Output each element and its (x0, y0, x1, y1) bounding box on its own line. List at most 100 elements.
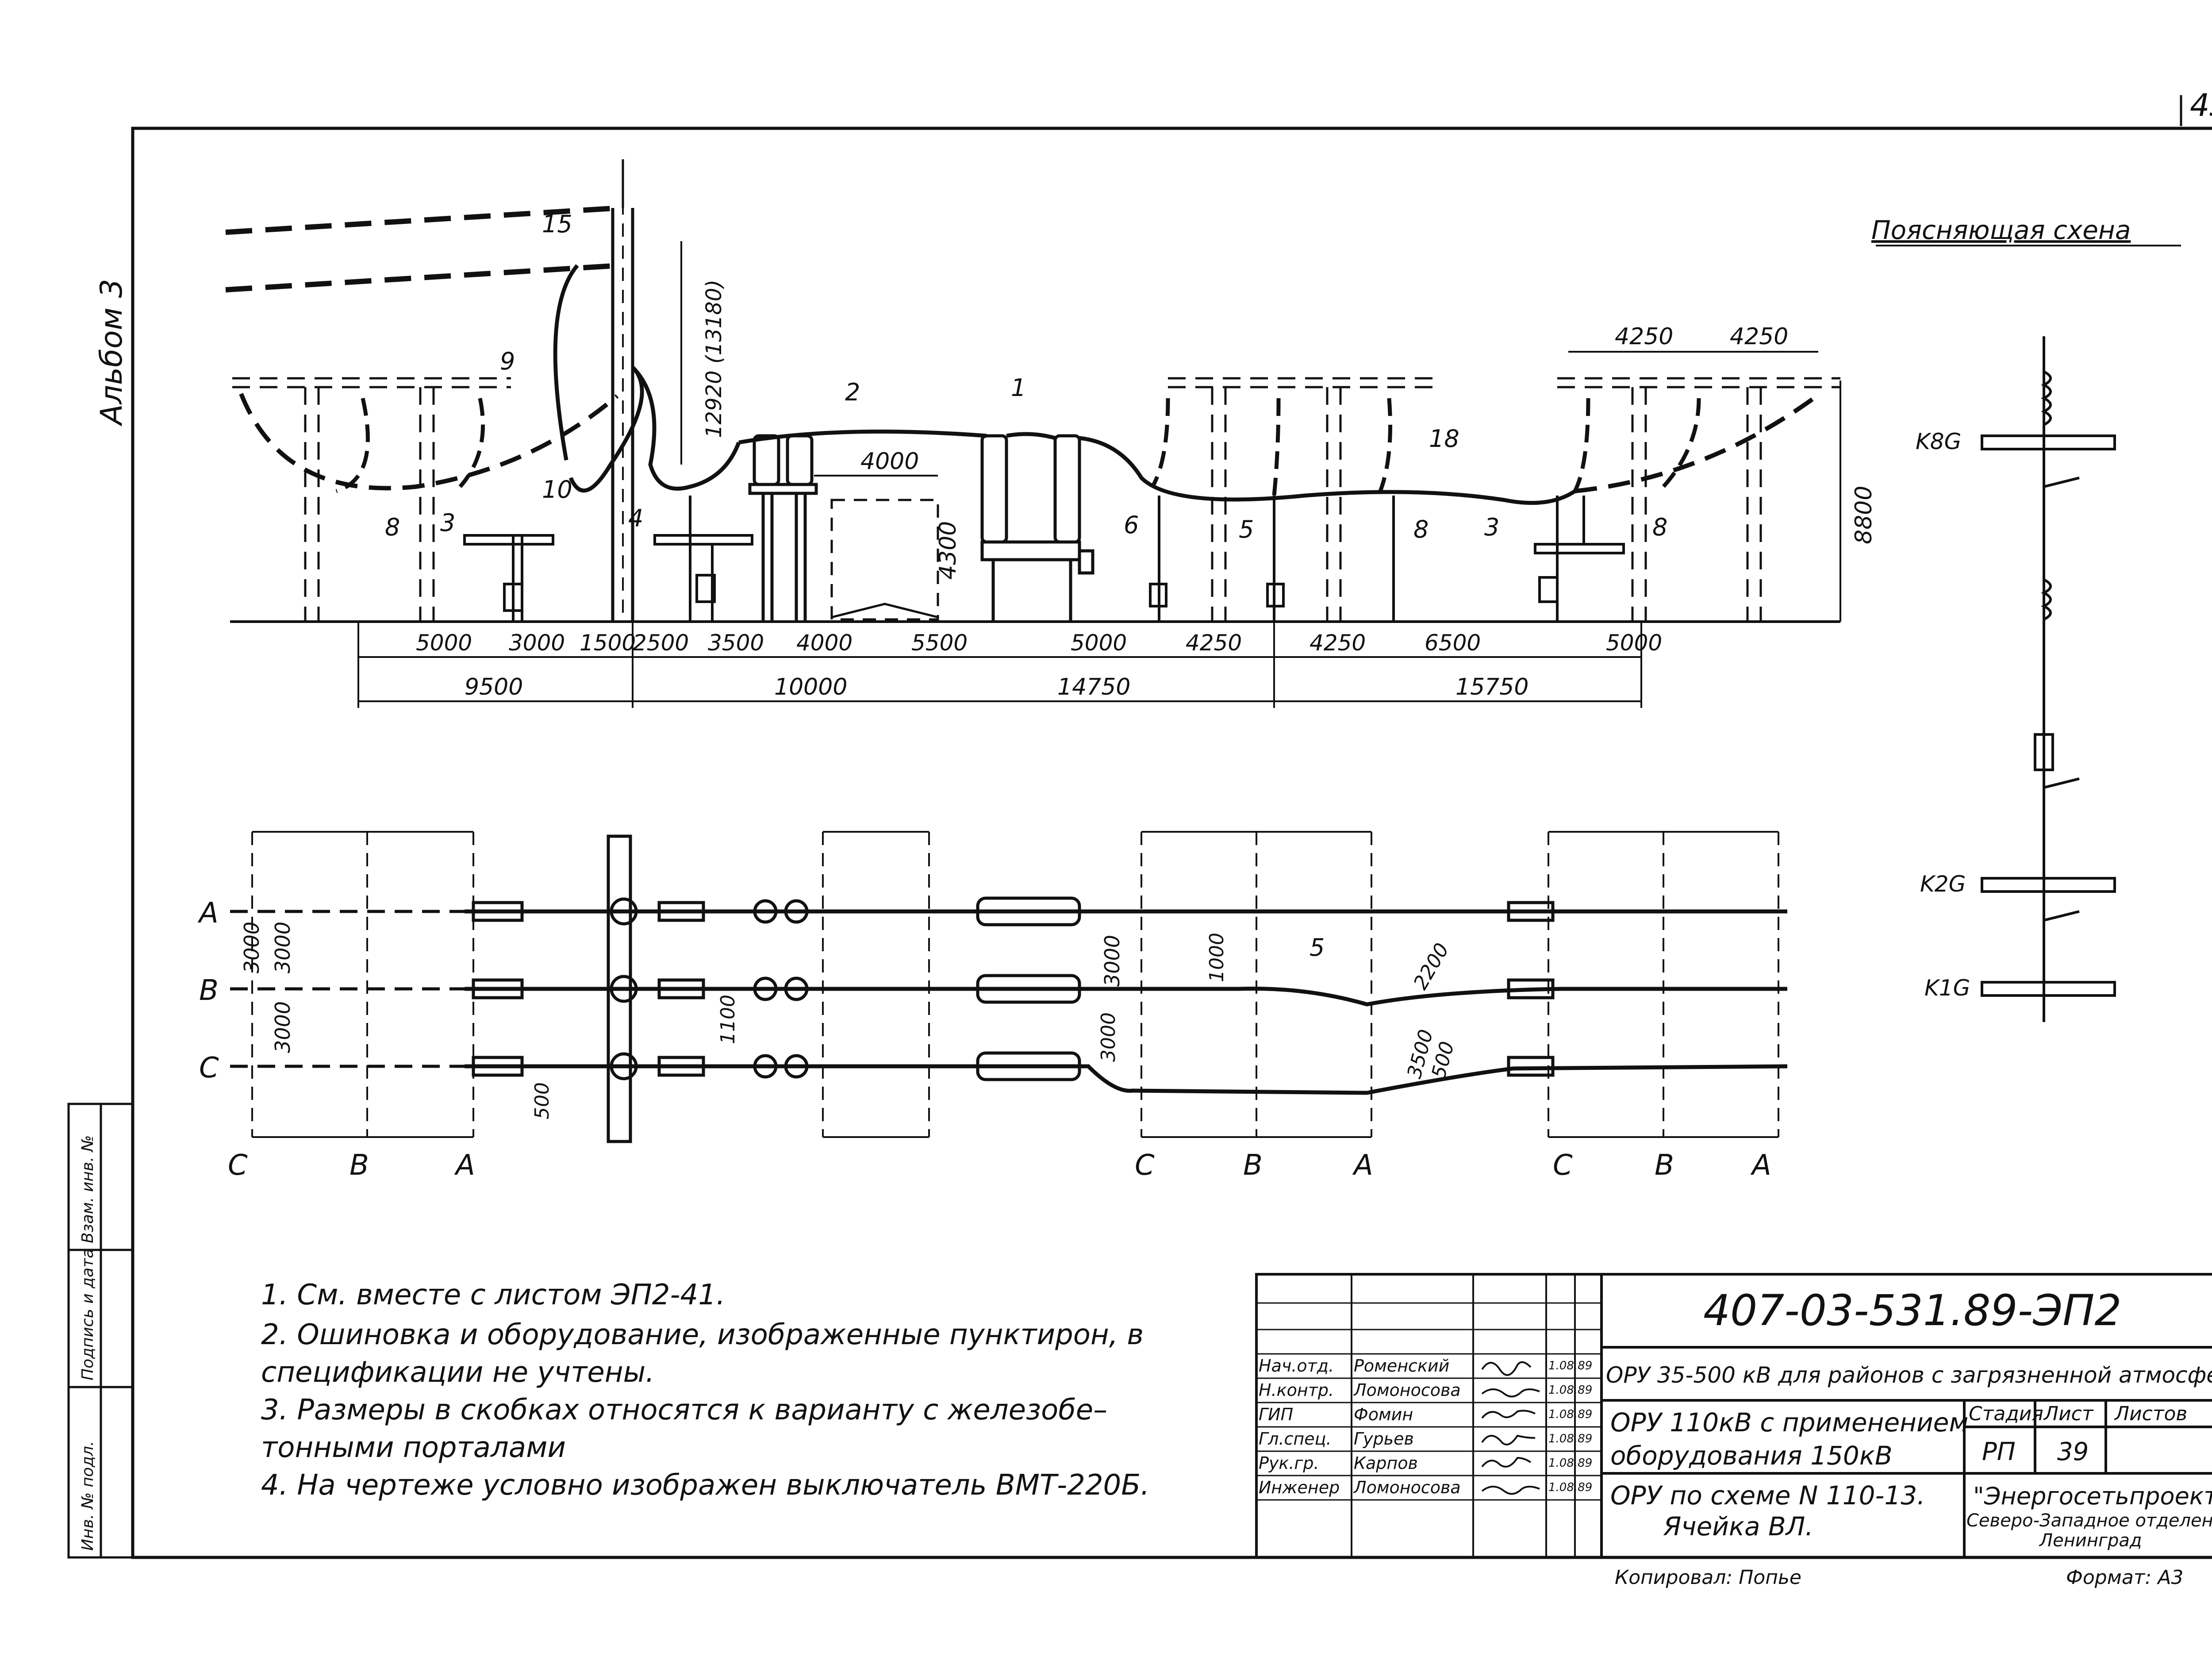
dim-r2-0: 9500 (465, 674, 523, 700)
signatures (1481, 1361, 1540, 1495)
note-1: 1. См. вместе с листом ЭП2-41. (261, 1279, 726, 1311)
gap-width-label: 4000 (860, 448, 919, 475)
col-stage: Стадия (1969, 1403, 2043, 1425)
callout-8a: 8 (385, 513, 400, 541)
date-2: 1.08.89 (1548, 1408, 1592, 1421)
main-bus-left (631, 365, 741, 491)
callout-8c: 8 (1652, 513, 1667, 541)
plan-dim-3000-c: 3000 (271, 1001, 295, 1053)
project-title: ОРУ 35-500 кВ для районов с загрязненной… (1606, 1362, 2212, 1388)
org-1: "Энергосетьпроект" (1973, 1482, 2212, 1510)
phase-lines (230, 909, 1788, 1095)
sheet-value: 39 (2057, 1438, 2089, 1466)
middle-portal (1168, 377, 1438, 622)
portal-height-label: 8800 (1851, 486, 1877, 544)
callout-6: 6 (1124, 511, 1139, 539)
role-3: Гл.спец. (1259, 1429, 1332, 1449)
right-bus-dashed (1575, 396, 1815, 493)
page-corner-number: 43 (2190, 87, 2212, 123)
date-1: 1.08.89 (1548, 1384, 1592, 1397)
footer-format: Формат: А3 (2066, 1566, 2183, 1589)
note-2: 2. Ошиновка и оборудование, изображенные… (261, 1318, 1144, 1351)
left-drop-dashed-2 (458, 398, 485, 488)
callout-1: 1 (1011, 374, 1026, 402)
callout-4: 4 (628, 504, 643, 532)
title-block-roles: Нач.отд. Н.контр. ГИП Гл.спец. Рук.гр. И… (1259, 1356, 1340, 1497)
gap-height-label: 4300 (935, 521, 961, 580)
side-stamp-inv: Инв. № подл. (79, 1441, 97, 1551)
date-0: 1.08.89 (1548, 1359, 1592, 1372)
legend-k8g: K8G (1916, 429, 1961, 454)
dim-r1-4: 3500 (708, 630, 764, 656)
dim-r1-5: 4000 (796, 630, 853, 656)
axis-7: B (1655, 1149, 1674, 1182)
legend-schematic: Поясняющая схена K8G K2G K1G (1871, 215, 2181, 1022)
dim-r1-9: 4250 (1310, 630, 1366, 656)
top-dim-1: 4250 (1615, 323, 1673, 350)
role-2: ГИП (1259, 1405, 1293, 1424)
plan-dim-2200: 2200 (1409, 939, 1453, 993)
callout-18: 18 (1429, 425, 1459, 453)
section-lines (251, 832, 1779, 1137)
pole-jumper (553, 264, 579, 461)
subject-line-3: ОРУ по схеме N 110-13. (1610, 1480, 1925, 1511)
date-4: 1.08.89 (1548, 1457, 1592, 1470)
callout-9: 9 (500, 347, 515, 375)
axis-0: C (228, 1149, 248, 1182)
legend-k2g: K2G (1920, 871, 1966, 897)
legend-k1g: K1G (1924, 975, 1970, 1001)
callout-2: 2 (845, 378, 860, 406)
sheet-frame (131, 95, 2212, 1559)
note-2b: спецификации не учтены. (261, 1356, 655, 1389)
plan-view: A B C 3000 3000 3000 3000 1100 500 3000 … (197, 831, 1788, 1182)
dim-r1-7: 5000 (1071, 630, 1127, 656)
title-block-dates: 1.08.89 1.08.89 1.08.89 1.08.89 1.08.89 … (1548, 1359, 1592, 1494)
dim-r1-1: 3000 (509, 630, 565, 656)
left-bus-dashed (239, 393, 619, 491)
plan-dim-1100: 1100 (717, 995, 739, 1044)
subject-line-2: оборудования 150кВ (1610, 1441, 1893, 1471)
drawing-code: 407-03-531.89-ЭП2 (1703, 1286, 2122, 1335)
callout-3b: 3 (1484, 513, 1499, 541)
axis-2: A (454, 1149, 475, 1182)
callout-3a: 3 (440, 509, 455, 537)
note-4: 4. На чертеже условно изображен выключат… (261, 1469, 1150, 1502)
plan-dim-1000: 1000 (1206, 933, 1228, 982)
equipment-2-ct (748, 434, 818, 622)
axis-1: B (349, 1149, 369, 1182)
plan-dim-3000-d: 3000 (1100, 935, 1124, 987)
org-2: Северо-Западное отделение (1966, 1511, 2212, 1531)
plan-axis-letters: C B A C B A C B A (228, 1149, 1771, 1182)
elevation-view: 4000 4300 (225, 159, 1877, 708)
dims-row-2: 9500 10000 14750 15750 (465, 674, 1528, 700)
axis-6: C (1553, 1149, 1573, 1182)
pole-jumper-2 (568, 365, 644, 493)
col-sheets: Листов (2114, 1403, 2187, 1425)
note-3: 3. Размеры в скобках относятся к вариант… (261, 1394, 1108, 1426)
side-stamp-sign: Подпись и дата (79, 1249, 97, 1380)
plan-dim-3000-a: 3000 (240, 922, 264, 973)
role-5: Инженер (1259, 1478, 1340, 1497)
equipment-4 (653, 496, 753, 622)
role-0: Нач.отд. (1259, 1356, 1334, 1376)
circuit-breaker (980, 434, 1094, 622)
role-1: Н.контр. (1259, 1380, 1334, 1400)
elevation-callouts: 15 9 10 8 3 4 2 1 6 5 8 3 8 18 (385, 210, 1667, 543)
section-tops (252, 831, 1778, 1138)
dimension-lines (357, 622, 1642, 708)
left-portal (232, 377, 511, 622)
dim-r1-3: 2500 (633, 630, 689, 656)
org-3: Ленинград (2039, 1530, 2142, 1551)
right-equipment (1534, 496, 1625, 622)
footer-copied: Копировал: Попье (1615, 1566, 1801, 1589)
phase-a-label: A (197, 897, 219, 930)
equipment-left-support (463, 534, 554, 622)
top-dim-2: 4250 (1730, 323, 1788, 350)
plan-dim-500: 500 (531, 1082, 553, 1119)
subject-line-4: Ячейка ВЛ. (1663, 1511, 1813, 1541)
callout-15: 15 (542, 210, 572, 238)
name-4: Карпов (1354, 1453, 1418, 1473)
dim-r1-10: 6500 (1425, 630, 1481, 656)
axis-5: A (1352, 1149, 1373, 1182)
disconnect-frame (830, 499, 939, 621)
